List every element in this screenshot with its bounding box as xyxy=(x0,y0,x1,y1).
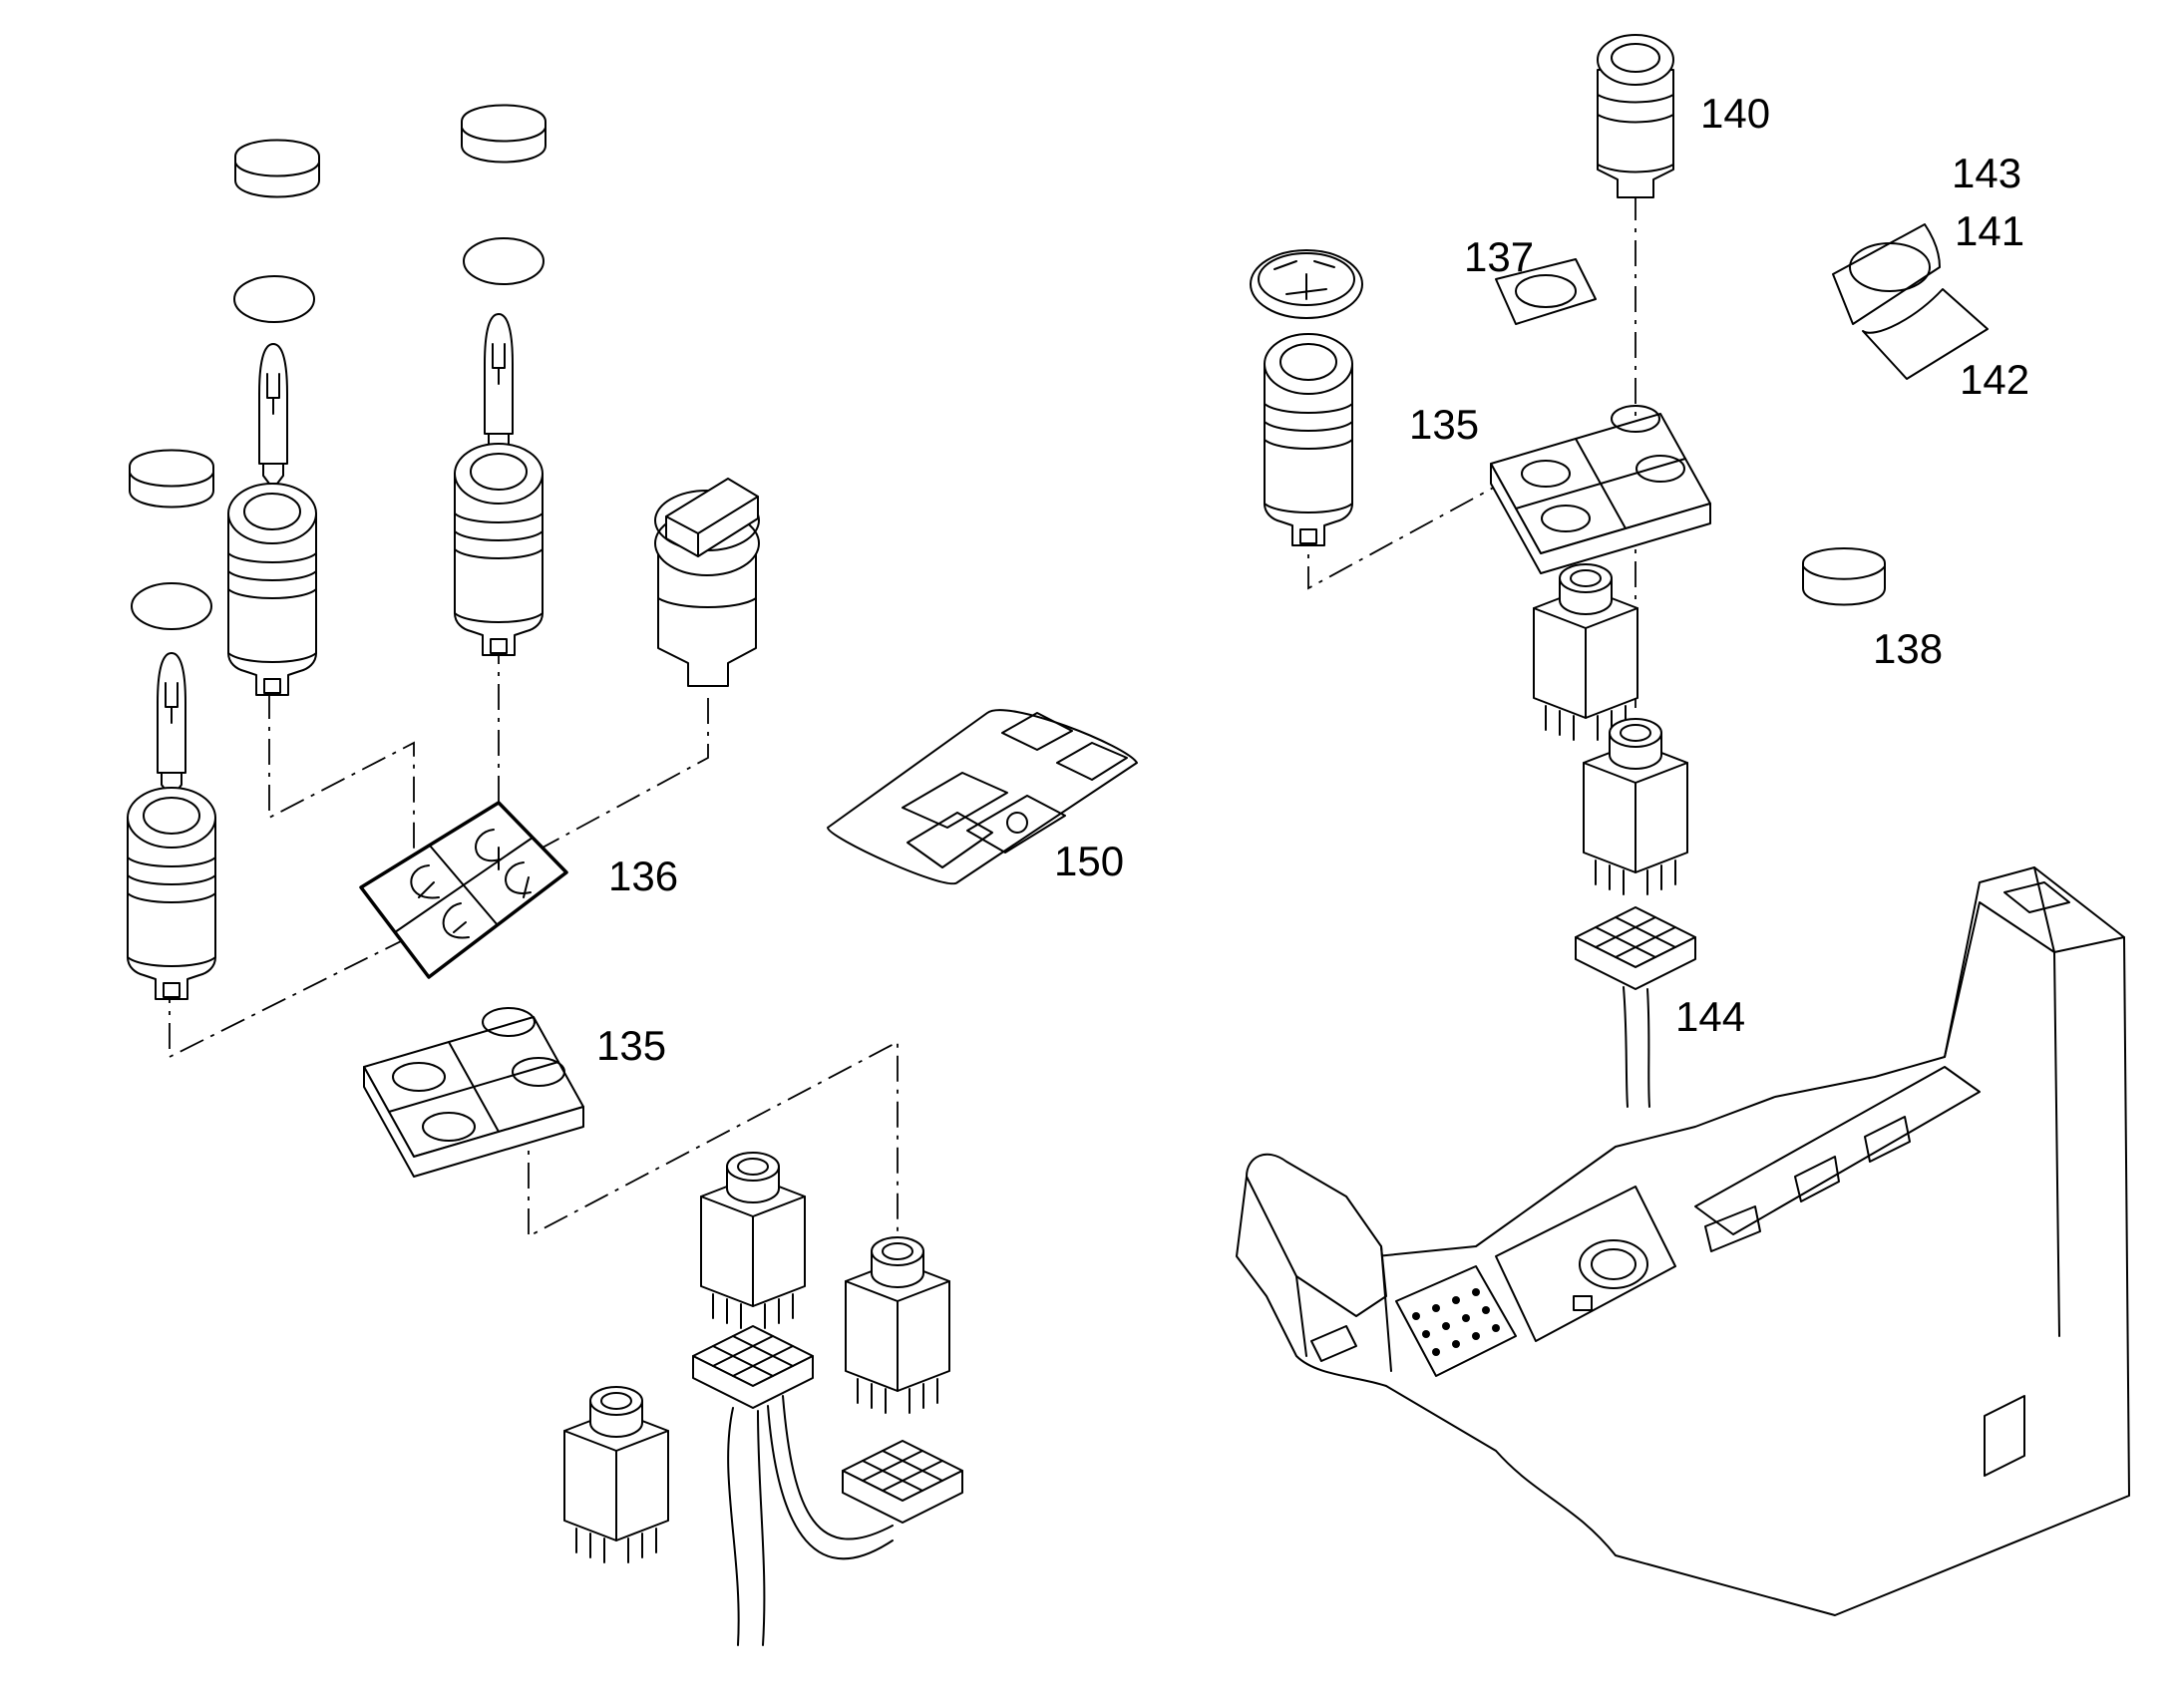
rotary-disc xyxy=(1250,249,1363,319)
wire-harness-left xyxy=(727,1395,894,1646)
callout-150: 150 xyxy=(1054,838,1124,884)
wire-144 xyxy=(1623,986,1650,1108)
wiring-connector-144 xyxy=(1575,906,1696,990)
lamp-lens-b xyxy=(463,237,545,285)
bulb-b xyxy=(484,313,514,455)
callout-138: 138 xyxy=(1873,625,1943,672)
insert-142 xyxy=(1862,288,1989,380)
lamp-cap-b xyxy=(461,104,546,164)
relay-upper-1 xyxy=(1533,563,1638,741)
insert-141 xyxy=(1832,223,1941,325)
cover-frame-136 xyxy=(359,801,568,979)
callout-135-lower: 135 xyxy=(596,1022,666,1069)
callout-137: 137 xyxy=(1464,233,1534,280)
wiring-connector-a xyxy=(692,1325,814,1409)
center-console xyxy=(1236,866,2130,1616)
relay-lower-1 xyxy=(700,1152,806,1329)
wiring-connector-b xyxy=(842,1440,963,1524)
relay-lower-3 xyxy=(563,1386,669,1563)
callout-144: 144 xyxy=(1675,993,1745,1040)
relay-upper-2 xyxy=(1583,718,1688,895)
cover-plate-135-lower xyxy=(363,1007,584,1178)
callout-140: 140 xyxy=(1700,90,1770,137)
callout-142: 142 xyxy=(1960,356,2029,403)
callout-143: 143 xyxy=(1952,150,2021,196)
vent-grille xyxy=(1412,1288,1500,1356)
bulb-c xyxy=(157,652,186,794)
lamp-socket-a xyxy=(227,483,317,696)
lamp-lens-a xyxy=(233,275,315,323)
lamp-socket-right xyxy=(1264,333,1353,546)
callout-141: 141 xyxy=(1955,207,2024,254)
callout-labels: 140 143 141 137 142 135 138 136 150 135 … xyxy=(596,90,2029,1069)
rotary-switch xyxy=(654,478,760,687)
lamp-socket-140 xyxy=(1597,34,1674,198)
lamp-lens-c xyxy=(131,582,212,630)
callout-136: 136 xyxy=(608,853,678,899)
lamp-socket-b xyxy=(454,443,544,656)
bulb-a xyxy=(258,343,288,485)
cover-plate-135-upper xyxy=(1490,405,1711,574)
relay-lower-2 xyxy=(845,1236,950,1414)
lamp-cap-c xyxy=(129,449,214,509)
cap-138 xyxy=(1802,547,1886,606)
lamp-socket-c xyxy=(127,787,216,1000)
lamp-cap-a xyxy=(234,139,320,198)
callout-135-upper: 135 xyxy=(1409,401,1479,448)
insert-137 xyxy=(1495,258,1597,325)
left-parts-group xyxy=(127,104,1138,1646)
label-plate-150 xyxy=(827,709,1138,885)
right-parts-group xyxy=(1236,34,2130,1616)
